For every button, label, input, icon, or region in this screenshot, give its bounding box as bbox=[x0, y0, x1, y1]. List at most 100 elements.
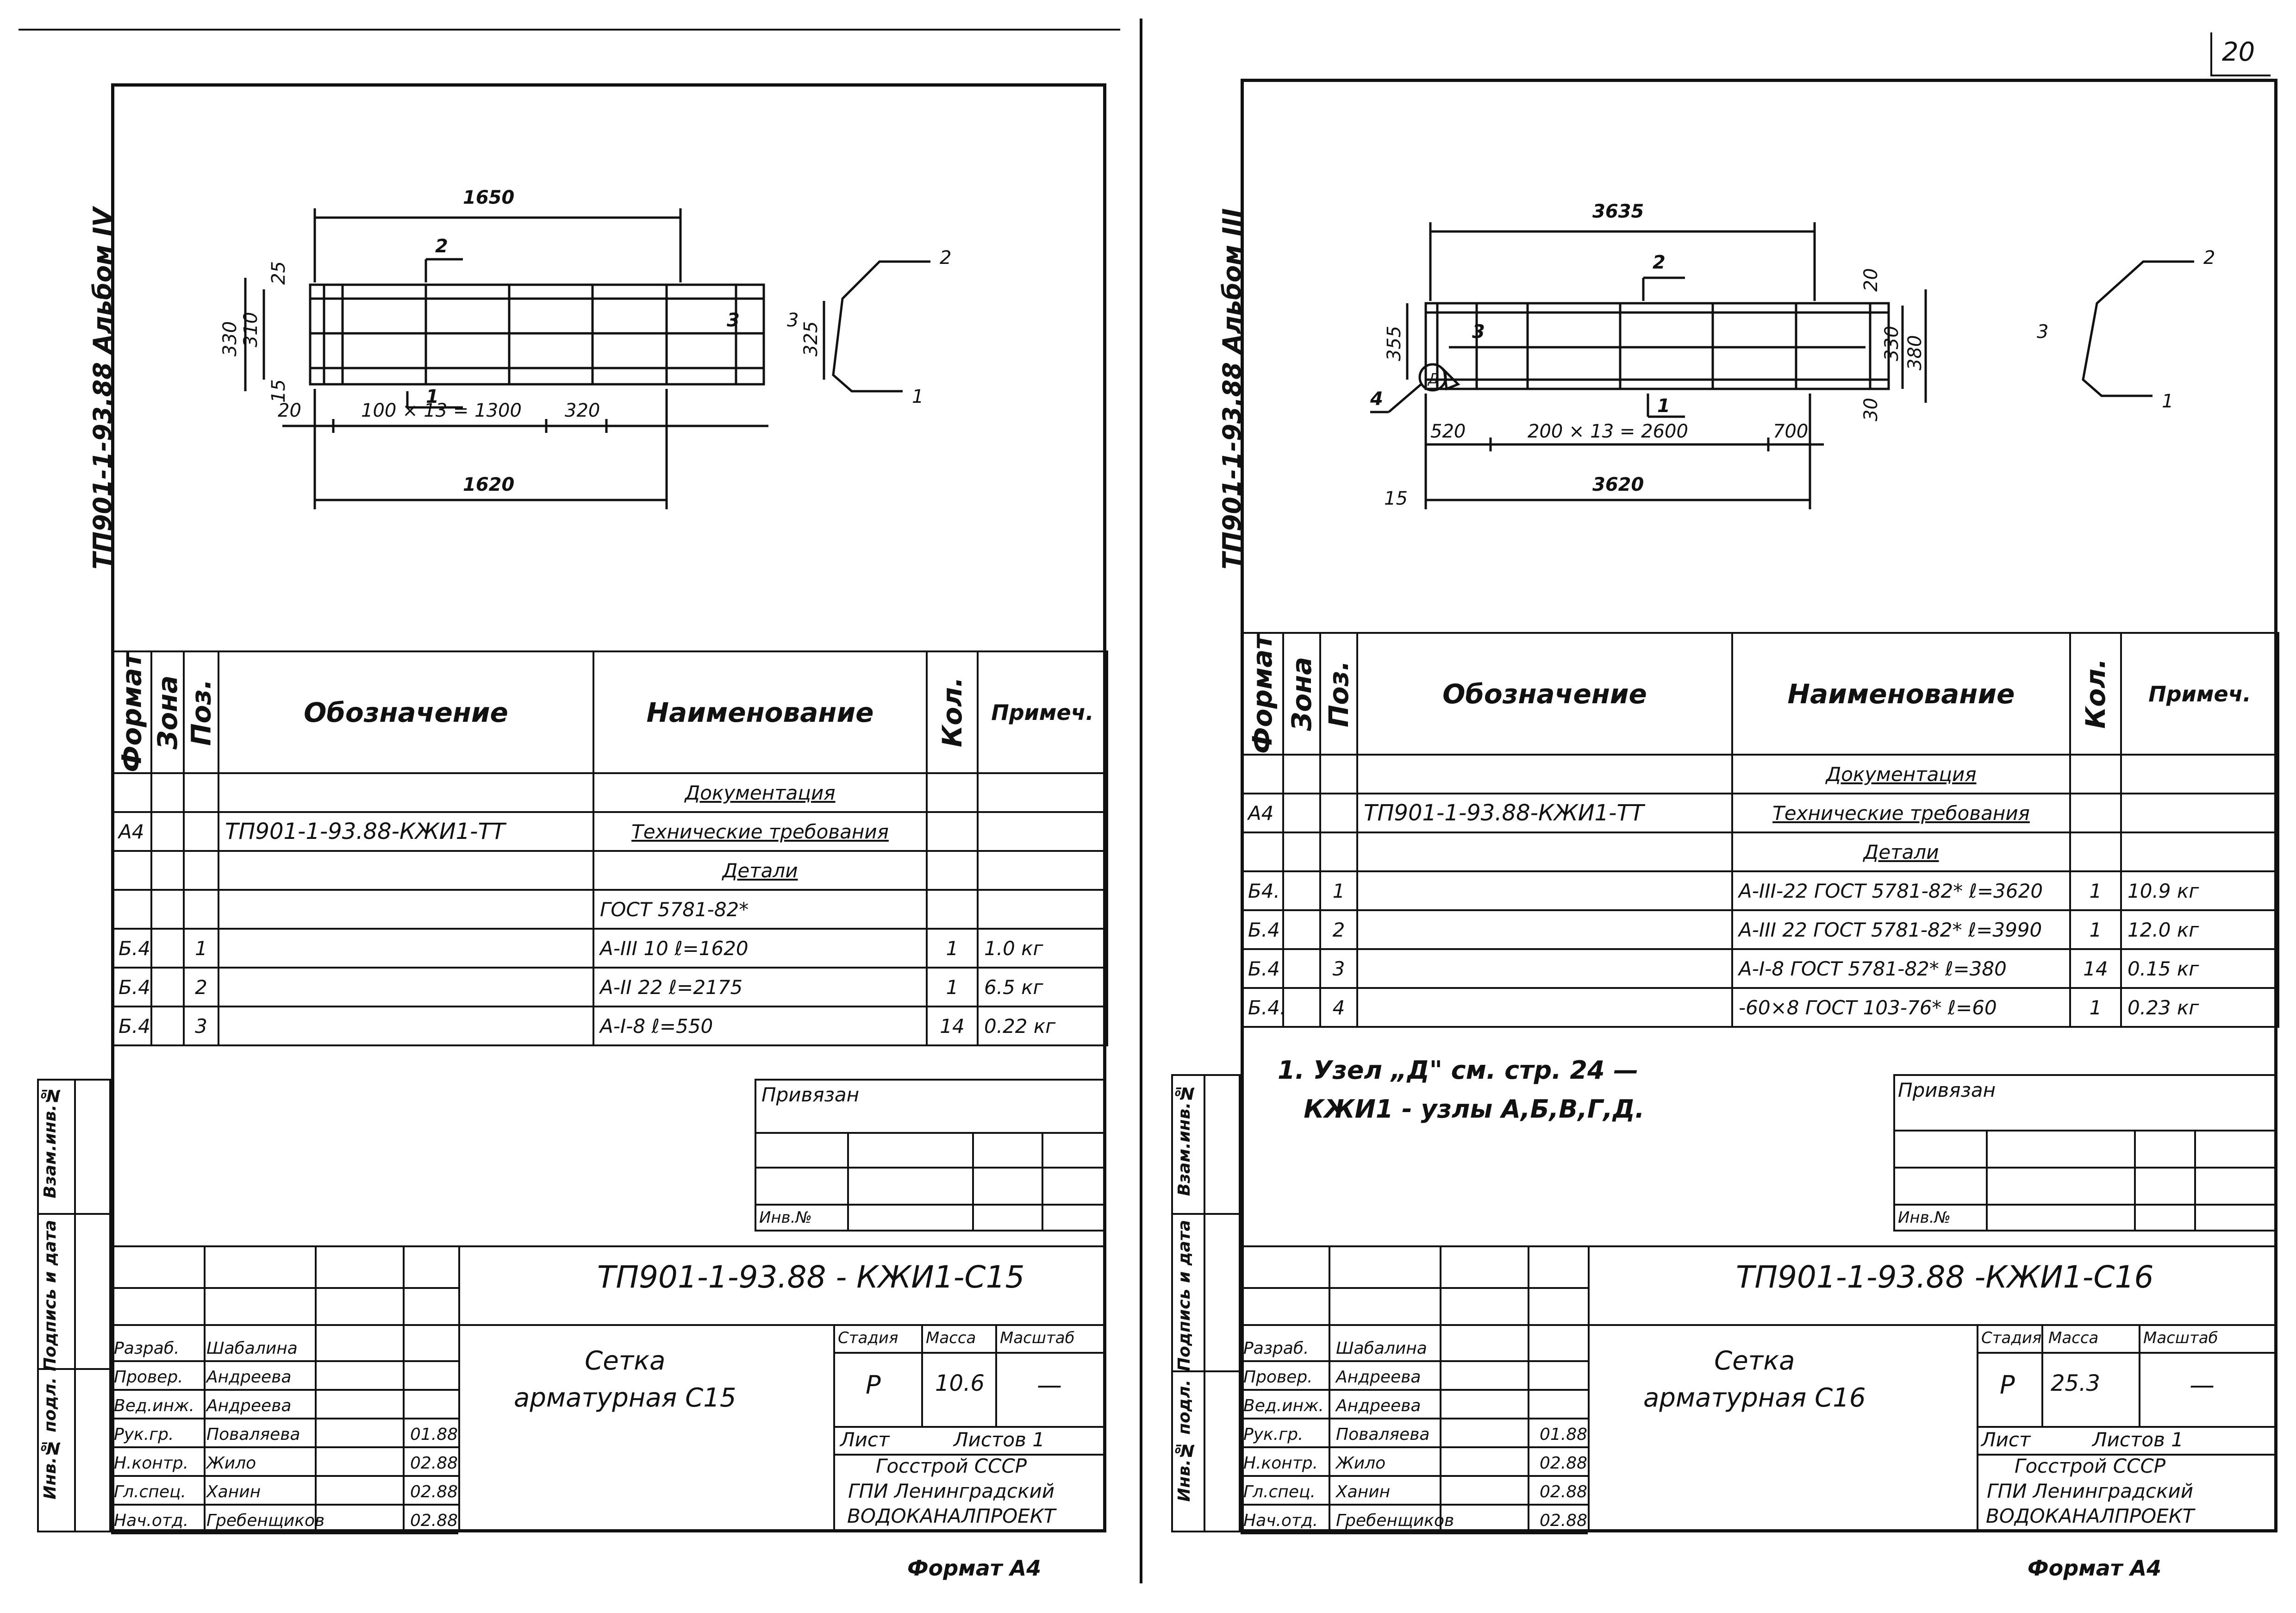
staff-role: Вед.инж. bbox=[114, 1396, 194, 1415]
cell-qty bbox=[926, 850, 979, 891]
right-privyazan-box bbox=[1893, 1074, 2277, 1232]
staff-name: Ханин bbox=[206, 1482, 261, 1501]
dim-right-left-end: 520 bbox=[1430, 421, 1466, 442]
right-vert-strip-div bbox=[1204, 1074, 1205, 1532]
staff-row-line bbox=[1241, 1504, 1588, 1506]
cell-note bbox=[2120, 832, 2279, 873]
staff-role: Нач.отд. bbox=[114, 1511, 189, 1530]
right-tb-h2 bbox=[1241, 1324, 1588, 1326]
left-vert-label-2: Подпись и дата bbox=[41, 1220, 60, 1371]
cell-format: Б.4. bbox=[111, 967, 152, 1008]
cell-designation: ТП901-1-93.88-КЖИ1-ТТ bbox=[1356, 793, 1733, 834]
dim-left-left-end: 20 bbox=[278, 400, 301, 421]
staff-row-line bbox=[1241, 1532, 1588, 1534]
dim-left-h-right: 325 bbox=[800, 321, 822, 356]
top-edge-line bbox=[19, 29, 1120, 31]
staff-name: Шабалина bbox=[206, 1339, 298, 1358]
left-spec-table: Формат Зона Поз. Обозначение Наименовани… bbox=[111, 650, 1108, 1047]
right-sheet-label: Лист bbox=[1981, 1428, 2031, 1451]
cell-name: А-III 10 ℓ=1620 bbox=[593, 928, 928, 969]
right-tb-h1 bbox=[1241, 1287, 1588, 1289]
cell-name: А-I-8 ℓ=550 bbox=[593, 1006, 928, 1047]
left-sheets-label: Листов 1 bbox=[954, 1428, 1045, 1451]
cell-qty: 14 bbox=[926, 1006, 979, 1047]
cell-pos: 3 bbox=[183, 1006, 219, 1047]
hdr-name: Наименование bbox=[1731, 631, 2071, 756]
staff-name: Гребенщиков bbox=[1336, 1511, 1454, 1530]
hdr-format: Формат bbox=[1242, 633, 1283, 755]
hdr-format: Формат bbox=[112, 651, 151, 774]
cell-note bbox=[977, 889, 1108, 930]
cell-designation bbox=[218, 850, 594, 891]
left-privyazan-box bbox=[755, 1079, 1106, 1232]
cell-zone bbox=[1282, 948, 1321, 989]
staff-name: Ханин bbox=[1336, 1482, 1391, 1501]
cell-designation bbox=[1356, 948, 1733, 989]
cell-designation bbox=[1356, 754, 1733, 795]
cell-note bbox=[977, 850, 1108, 891]
cell-qty: 1 bbox=[2069, 987, 2122, 1028]
staff-role: Разраб. bbox=[1243, 1339, 1309, 1358]
left-vert-strip-h2 bbox=[37, 1368, 111, 1370]
dim-left-bottom: 1620 bbox=[463, 474, 514, 495]
right-privyazan: Привязан bbox=[1898, 1079, 1996, 1101]
dim-right-spacing: 200 × 13 = 2600 bbox=[1528, 421, 1688, 442]
dim-right-h-left: 355 bbox=[1384, 326, 1405, 361]
right-tb-h3 bbox=[1588, 1324, 2277, 1326]
cell-pos: 3 bbox=[1319, 948, 1358, 989]
detail-right-1: 1 bbox=[2162, 391, 2173, 412]
cell-qty bbox=[926, 889, 979, 930]
right-inv-no: Инв.№ bbox=[1898, 1208, 1951, 1227]
dim-right-h-outer: 380 bbox=[1904, 335, 1926, 370]
cell-zone bbox=[1282, 754, 1321, 795]
cell-note: 0.23 кг bbox=[2120, 987, 2279, 1028]
cell-note: 10.9 кг bbox=[2120, 870, 2279, 912]
cell-name: -60×8 ГОСТ 103-76* ℓ=60 bbox=[1731, 987, 2071, 1028]
hdr-note: Примеч. bbox=[977, 650, 1108, 775]
detail-left-3: 3 bbox=[787, 310, 799, 331]
right-doc-code: ТП901-1-93.88 -КЖИ1-С16 bbox=[1736, 1259, 2154, 1295]
cell-pos bbox=[183, 772, 219, 813]
cell-qty bbox=[2069, 793, 2122, 834]
right-vert-strip-h2 bbox=[1171, 1370, 1241, 1372]
cell-format: А4 bbox=[1241, 793, 1284, 834]
cell-pos: 4 bbox=[1319, 987, 1358, 1028]
dim-left-bottom-off: 15 bbox=[268, 379, 289, 403]
left-tb-v4 bbox=[458, 1245, 460, 1532]
staff-row-line bbox=[111, 1475, 458, 1477]
cell-pos bbox=[1319, 754, 1358, 795]
cell-qty bbox=[2069, 754, 2122, 795]
cell-note: 12.0 кг bbox=[2120, 909, 2279, 950]
staff-date: 02.88 bbox=[410, 1454, 458, 1473]
cell-format: Б.4. bbox=[1241, 987, 1284, 1028]
cell-name: ГОСТ 5781-82* bbox=[593, 889, 928, 930]
staff-date: 01.88 bbox=[1540, 1425, 1588, 1444]
right-tb-h6 bbox=[1977, 1454, 2277, 1456]
staff-name: Жило bbox=[1336, 1454, 1386, 1473]
cell-format bbox=[1241, 832, 1284, 873]
dim-left-h-outer: 330 bbox=[219, 321, 241, 356]
cell-format: А4 bbox=[111, 811, 152, 852]
right-scale: — bbox=[2190, 1370, 2215, 1400]
spec-row: Детали bbox=[111, 850, 1108, 891]
cell-format: Б.4 bbox=[1241, 909, 1284, 950]
cell-pos bbox=[183, 889, 219, 930]
cell-pos bbox=[183, 811, 219, 852]
right-mass-label: Масса bbox=[2048, 1329, 2099, 1347]
mark-right-node: Д bbox=[1427, 371, 1439, 387]
cell-designation bbox=[218, 889, 594, 930]
left-mesh-drawing: 1650 1620 100 × 13 = 1300 20 320 330 310… bbox=[219, 187, 951, 509]
staff-row-line bbox=[111, 1446, 458, 1448]
left-privyazan-col2 bbox=[972, 1132, 974, 1232]
staff-role: Рук.гр. bbox=[114, 1425, 174, 1444]
cell-designation bbox=[218, 928, 594, 969]
staff-name: Шабалина bbox=[1336, 1339, 1427, 1358]
spec-row: Документация bbox=[1241, 754, 2279, 795]
mark-right-4: 4 bbox=[1370, 388, 1383, 410]
cell-format bbox=[111, 889, 152, 930]
cell-name: Документация bbox=[1731, 754, 2071, 795]
